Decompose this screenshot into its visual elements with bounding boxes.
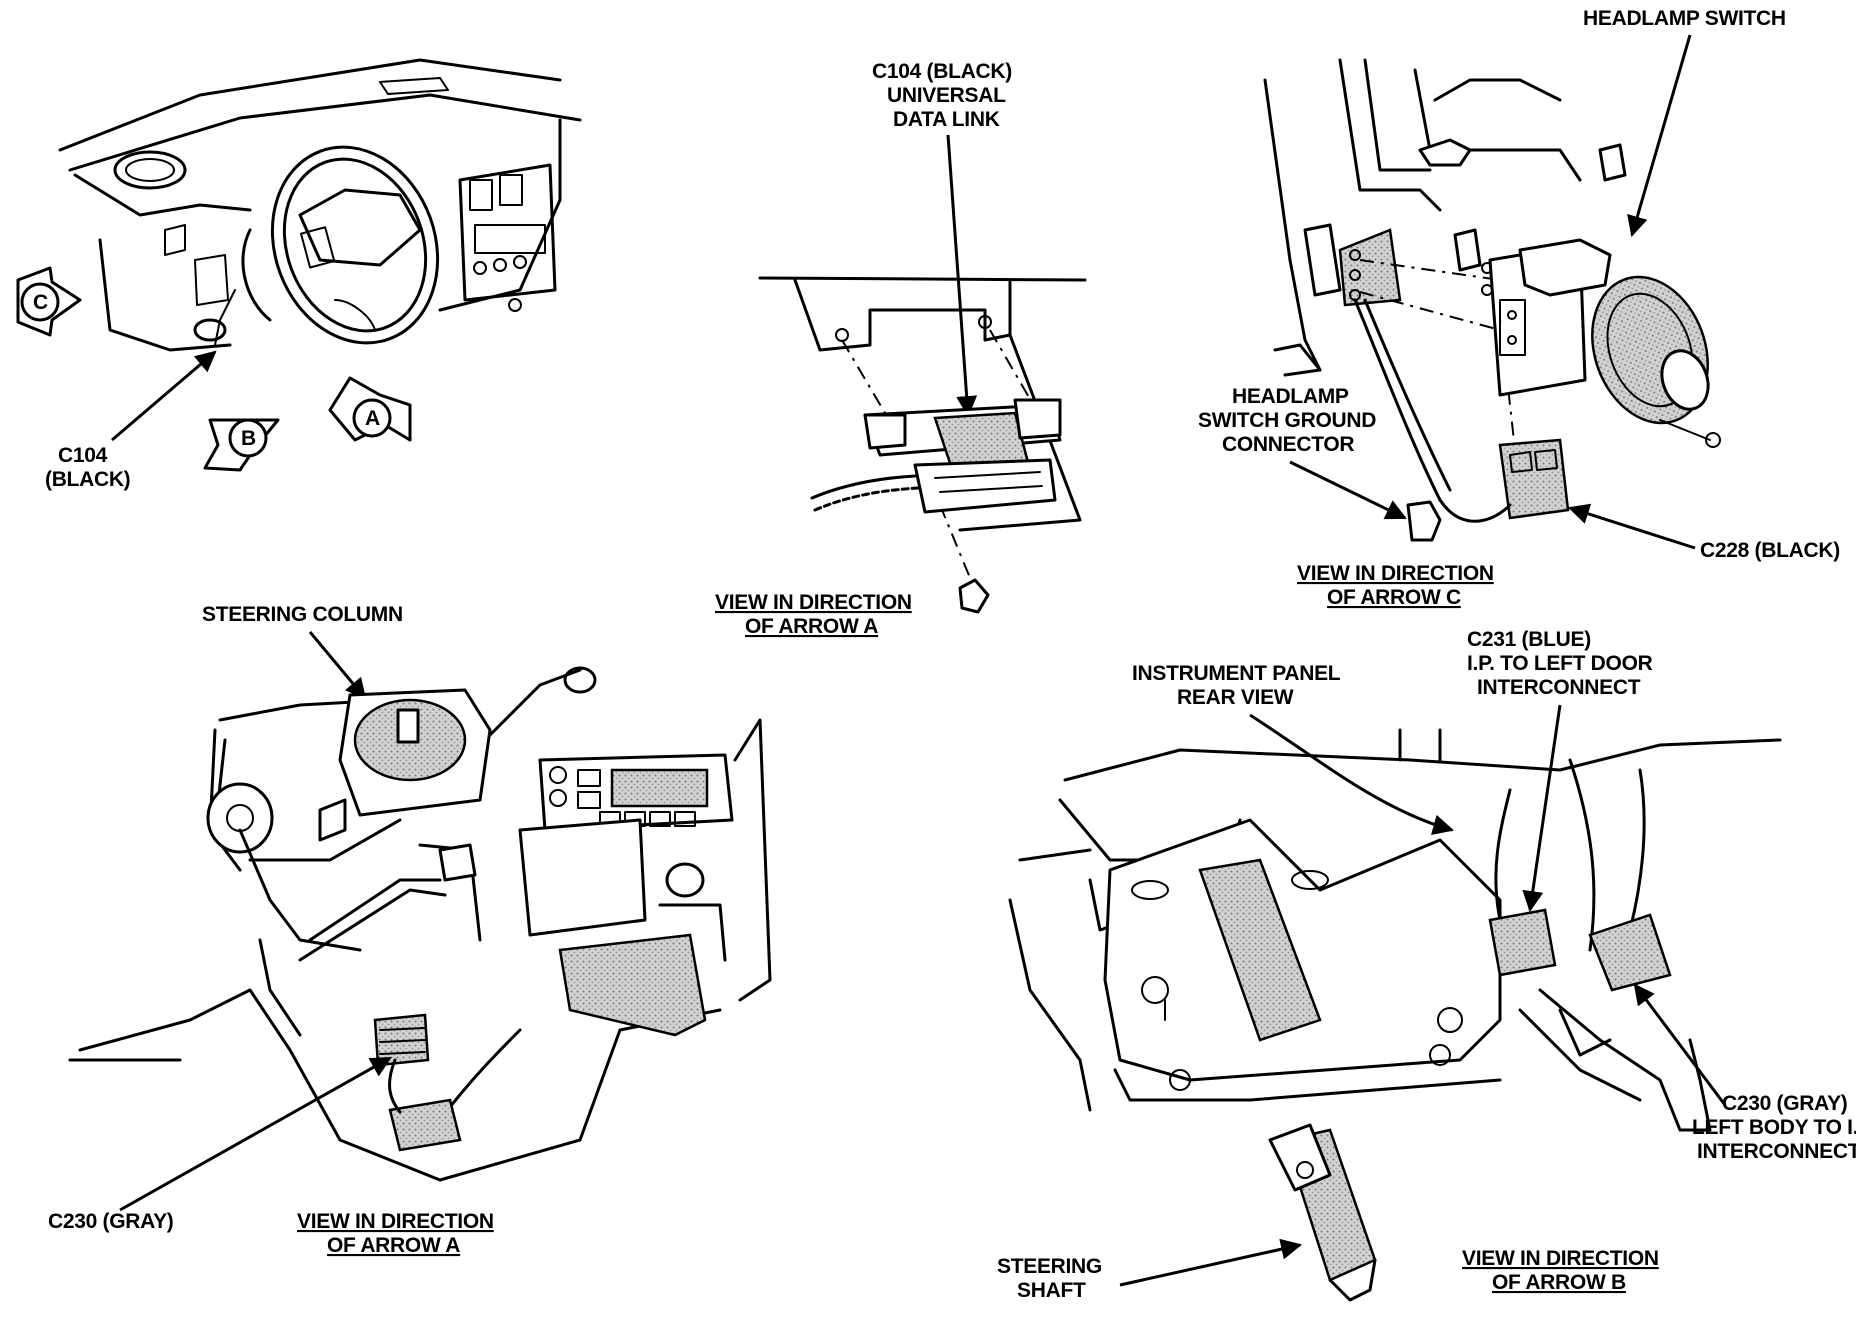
label-c104-black: (BLACK) (45, 468, 130, 491)
caption-view-arrow-a-bottom: VIEW IN DIRECTION (297, 1210, 494, 1233)
label-headlamp-ground-1: HEADLAMP (1232, 385, 1349, 408)
label-headlamp-switch: HEADLAMP SWITCH (1583, 7, 1786, 30)
label-steering-column: STEERING COLUMN (202, 603, 403, 626)
caption-view-arrow-b-2: OF ARROW B (1492, 1271, 1626, 1294)
panel-instrument-panel-rear: INSTRUMENT PANEL REAR VIEW C231 (BLUE) I… (997, 628, 1856, 1302)
label-instrument-panel: INSTRUMENT PANEL (1132, 662, 1341, 685)
caption-view-arrow-a-top-2: OF ARROW A (745, 615, 878, 638)
arrow-c-letter: C (33, 291, 48, 314)
label-c104-udl-2: UNIVERSAL (887, 84, 1006, 107)
label-c228: C228 (BLACK) (1700, 539, 1840, 562)
label-steering-shaft: STEERING (997, 1255, 1102, 1278)
caption-view-arrow-c-2: OF ARROW C (1327, 586, 1461, 609)
label-c230-right: C230 (GRAY) (1722, 1092, 1847, 1115)
caption-view-arrow-a-bottom-2: OF ARROW A (327, 1234, 460, 1257)
panel-steering-column: STEERING COLUMN (48, 603, 772, 1257)
label-c230-gray: C230 (GRAY) (48, 1210, 173, 1233)
caption-view-arrow-b: VIEW IN DIRECTION (1462, 1247, 1659, 1270)
label-steering-shaft-2: SHAFT (1017, 1279, 1086, 1302)
panel-dashboard-overview: C A B C104 (BLACK) (16, 58, 582, 491)
label-c231-2: I.P. TO LEFT DOOR (1467, 652, 1653, 675)
label-c231: C231 (BLUE) (1467, 628, 1591, 651)
label-c104-udl-1: C104 (BLACK) (872, 60, 1012, 83)
label-headlamp-ground-3: CONNECTOR (1222, 433, 1354, 456)
caption-view-arrow-a-top: VIEW IN DIRECTION (715, 591, 912, 614)
arrow-a-letter: A (365, 407, 380, 430)
label-c104-udl-3: DATA LINK (893, 108, 1000, 131)
label-headlamp-ground-2: SWITCH GROUND (1198, 409, 1376, 432)
caption-view-arrow-c: VIEW IN DIRECTION (1297, 562, 1494, 585)
label-c231-3: INTERCONNECT (1477, 676, 1641, 699)
panel-headlamp-switch: HEADLAMP SWITCH H (1198, 7, 1840, 609)
arrow-b-letter: B (241, 427, 256, 450)
label-c230-right-3: INTERCONNECT (1697, 1140, 1856, 1163)
label-c230-right-2: LEFT BODY TO I.P. (1692, 1116, 1856, 1139)
label-c104: C104 (58, 444, 108, 467)
label-rear-view: REAR VIEW (1177, 686, 1294, 709)
panel-data-link-connector: C104 (BLACK) UNIVERSAL DATA LINK VIEW IN… (715, 60, 1087, 638)
